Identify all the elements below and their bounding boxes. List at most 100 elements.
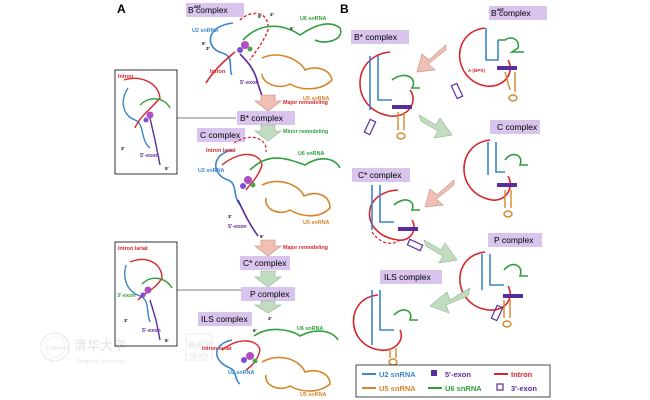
p-box-a [241,287,295,301]
ils-p3: 3' [268,316,272,321]
panel-b-letter: B [340,2,349,16]
schem-ils [352,290,418,366]
bact-label-a: B complex [188,5,228,15]
bact-p5b: 5' [258,14,262,19]
svg-text:Intron lariat: Intron lariat [202,346,232,352]
ils-u5-label: U5 snRNA [300,392,326,398]
ils-p5: 5' [253,328,257,333]
arrow-b-cstar-p [423,239,458,264]
bstar-label-a: B* complex [240,113,284,123]
p-box-b [488,233,542,247]
p-label-b: P complex [494,235,534,245]
inset-bottom-structure [124,258,173,341]
legend-item: U2 snRNA [362,370,416,379]
svg-text:Intron lariat: Intron lariat [118,246,148,252]
legend-item: 5'-exon [431,370,471,379]
legend-label: 3'-exon [511,384,537,393]
c-u5-label: U5 snRNA [303,220,329,226]
bact-sup-b: act [497,7,504,12]
bact-p3a: 3' [206,46,210,51]
bstar-box-b [351,30,409,44]
legend-label: 5'-exon [445,370,471,379]
ils-label-b: ILS complex [384,272,432,282]
c-label-a: C complex [200,130,241,140]
ils-u2-label: U2 snRNA [228,370,254,376]
ils-box-a [198,312,252,326]
inset-bottom-p3: 3' [124,318,128,323]
svg-text:Intron lariat: Intron lariat [206,148,236,154]
c-box-a [197,128,245,142]
p-label-a: P complex [250,289,290,299]
bact-structure [205,12,342,97]
bact-p3b: 3' [270,12,274,17]
inset-top-p3: 3' [121,146,125,151]
wm-cn-name: 清华大学 [74,338,126,354]
inset-top-intron: Intron [118,74,133,80]
step-major-2: Major remodeling [283,245,328,251]
legend-item: U5 snRNA [362,384,416,393]
schem-p [459,251,528,328]
schem-cstar [368,185,420,244]
arrow-b-bact-bstar [416,44,447,73]
step-major-1: Major remodeling [283,100,328,106]
cstar-label-a: C* complex [243,258,287,268]
arrow-b-bstar-c [418,114,453,139]
legend-label: U5 snRNA [379,384,416,393]
bact-label-b: B complex [491,8,531,18]
inset-bottom-p5: 5' [165,338,169,343]
ils-label-a: ILS complex [201,314,249,324]
c-lariat-label: Intron lariat [206,148,236,154]
c-p3: 3' [228,214,232,219]
inset-bottom-exon3: 3'-exon [117,293,136,299]
legend-item: 3'-exon [496,383,537,393]
bact-p5a: 5' [202,41,206,46]
schem-c [463,139,528,218]
bact-exon5-label: 5'-exon [240,80,259,86]
cstar-exon3-b [406,238,424,252]
wm-news: NEWS [190,353,208,360]
legend-items: U2 snRNA U5 snRNA 5'-exon U6 snRNA Intron 3'-… [362,370,537,393]
legend [355,364,551,398]
inset-top-structure [122,77,171,166]
bact-box-a [186,3,244,17]
arrow-p-ils [253,300,283,314]
c-u6-label: U6 snRNA [298,151,324,157]
arrow-c-cstar [254,239,282,257]
step-minor: Minor remodeling [283,129,328,135]
inset-bottom-lariat: Intron lariat [118,246,148,252]
p-exon3-b [490,304,504,322]
legend-swatch [431,370,437,376]
arrow-bact-bstar [254,94,282,112]
legend-label: U6 snRNA [445,384,482,393]
panel-a-letter: A [117,2,126,16]
c-box-b [490,120,540,134]
cstar-label-b: C* complex [358,170,402,180]
bact-exon3-b [450,82,464,100]
arrow-bstar-c [254,124,282,142]
wm-seal: TSINGHUA [45,346,70,352]
ils-structure [215,328,339,392]
bstar-box-a [237,111,295,125]
wm-cn-news: 新闻网 [188,340,212,350]
bstar-label-b: B* complex [354,32,398,42]
bps-label: A (BPS) [468,68,485,73]
c-structure [214,136,341,237]
ils-lariat-label: Intron lariat [202,346,232,352]
schem-bstar [359,51,420,140]
legend-item: Intron [494,370,533,379]
schem-bact [458,27,524,102]
c-u2-label: U2 snRNA [198,168,224,174]
bact-sup-a: act [194,4,201,9]
arrow-b-p-ils [429,287,471,314]
wm-en-name: Tsinghua University [75,359,125,365]
c-label-b: C complex [497,122,538,132]
bact-u6-label: U6 snRNA [300,16,326,22]
bact-intron-label: Intron [210,69,225,75]
arrow-cstar-p [254,270,282,288]
legend-item: U6 snRNA [428,384,482,393]
cstar-box-b [352,168,410,182]
arrow-b-c-cstar [424,179,455,208]
ils-u6-label: U6 snRNA [297,326,323,332]
bact-u5-label: U5 snRNA [303,96,329,102]
